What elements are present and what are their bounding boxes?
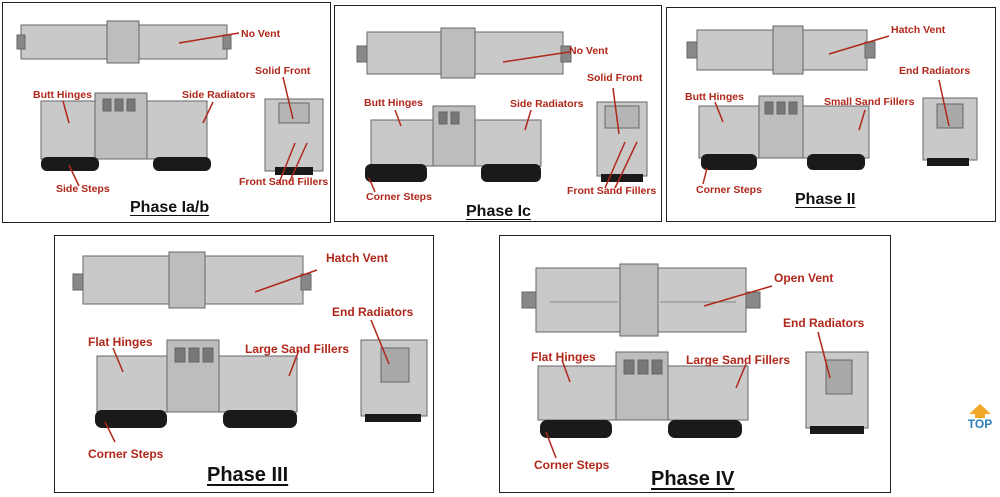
radiators-label: Side Radiators <box>182 89 256 101</box>
radiators-label: Large Sand Fillers <box>245 342 350 356</box>
hinges-label: Butt Hinges <box>364 97 423 109</box>
phase-title: Phase Ic <box>466 203 531 220</box>
phase-title: Phase Ia/b <box>130 199 210 216</box>
steps-label: Corner Steps <box>366 191 432 203</box>
locomotive-drawing <box>72 251 428 443</box>
locomotive-drawing <box>356 27 648 193</box>
phase-title: Phase II <box>795 191 856 208</box>
vent-label: Hatch Vent <box>891 24 946 36</box>
phase-panel: No Vent Solid Front Butt Hinges Side Rad… <box>2 2 331 223</box>
radiators-label: Side Radiators <box>510 98 584 110</box>
steps-label: Corner Steps <box>534 458 610 472</box>
top-label: TOP <box>967 417 993 431</box>
front-label: End Radiators <box>332 305 414 319</box>
vent-label: No Vent <box>241 28 281 40</box>
phase-panel: Hatch Vent End Radiators Flat Hinges Lar… <box>54 235 434 493</box>
front-label: Solid Front <box>255 65 311 77</box>
locomotive-drawing <box>521 263 869 459</box>
front-label: End Radiators <box>899 65 971 77</box>
fillers-label: Front Sand Fillers <box>567 185 657 197</box>
vent-label: Hatch Vent <box>326 251 389 265</box>
hinges-label: Butt Hinges <box>33 89 92 101</box>
hinges-label: Flat Hinges <box>531 350 596 364</box>
locomotive-drawing <box>686 25 978 185</box>
phase-panel: Hatch Vent End Radiators Butt Hinges Sma… <box>666 7 996 222</box>
phase-title: Phase III <box>207 464 289 486</box>
front-label: Solid Front <box>587 72 643 84</box>
steps-label: Corner Steps <box>696 184 762 196</box>
phase-panel: No Vent Solid Front Butt Hinges Side Rad… <box>334 5 662 222</box>
hinges-label: Flat Hinges <box>88 335 153 349</box>
radiators-label: Large Sand Fillers <box>686 353 791 367</box>
hinges-label: Butt Hinges <box>685 91 744 103</box>
vent-label: No Vent <box>569 45 609 57</box>
radiators-label: Small Sand Fillers <box>824 96 915 108</box>
arrow-up-icon <box>969 404 991 418</box>
front-label: End Radiators <box>783 316 865 330</box>
steps-label: Corner Steps <box>88 447 164 461</box>
top-link[interactable]: TOP <box>960 404 1000 431</box>
steps-label: Side Steps <box>56 183 110 195</box>
locomotive-drawing <box>16 20 324 187</box>
phase-panel: Open Vent End Radiators Flat Hinges Larg… <box>499 235 891 493</box>
fillers-label: Front Sand Fillers <box>239 176 329 188</box>
vent-label: Open Vent <box>774 271 834 285</box>
phase-title: Phase IV <box>651 468 735 490</box>
